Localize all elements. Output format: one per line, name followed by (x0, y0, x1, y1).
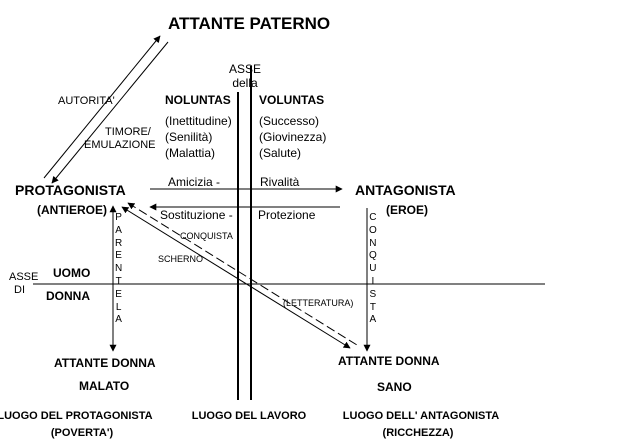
conquista-letter: U (369, 263, 377, 275)
scherno-label: SCHERNO (158, 254, 204, 264)
parentela-letter: L (115, 301, 122, 313)
asse-della-line1: ASSE (228, 62, 262, 76)
arrow-conquista-dashed (127, 202, 358, 346)
parentela-letter: T (115, 275, 122, 287)
amicizia-label: Amicizia - (168, 175, 221, 189)
timore-label-line2: EMULAZIONE (84, 139, 156, 151)
parentela-letter: E (115, 288, 122, 300)
asse-di-line1: ASSE (9, 271, 39, 283)
voluntas-item: (Giovinezza) (259, 130, 327, 144)
attante-donna-right-sub: SANO (377, 380, 412, 394)
parentela-letter: P (115, 212, 122, 223)
parentela-letter: E (115, 250, 122, 262)
arrow-autorita (43, 35, 161, 179)
luogo-protagonista-line2: (POVERTA') (50, 427, 114, 439)
parentela-letter: A (115, 224, 122, 236)
protagonista-sub: (ANTIEROE) (37, 203, 107, 217)
attante-donna-left-sub: MALATO (79, 379, 130, 393)
antagonista-name: ANTAGONISTA (355, 182, 456, 198)
parentela-letter: R (115, 237, 123, 249)
parentela-letter: A (115, 314, 122, 326)
timore-label-line1: TIMORE/ (105, 126, 151, 138)
conquista-letter: A (369, 314, 377, 326)
noluntas-item: (Malattia) (165, 146, 216, 160)
arrow-scherno (121, 206, 351, 349)
conquista-label: CONQUISTA (180, 231, 233, 241)
antagonista-sub: (EROE) (386, 203, 428, 217)
luogo-lavoro: LUOGO DEL LAVORO (191, 410, 307, 422)
uomo-label: UOMO (53, 266, 91, 280)
parentela-vertical: P A R E N T E L A (115, 212, 122, 327)
conquista-letter: C (369, 212, 377, 223)
autorita-label: AUTORITA' (58, 95, 115, 107)
rivalita-label: Rivalità (260, 175, 300, 189)
arrow-timore (51, 41, 169, 184)
conquista-vertical: C O N Q U I S T A (369, 212, 377, 327)
luogo-antagonista-line2: (RICCHEZZA) (382, 427, 454, 439)
parentela-letter: N (115, 263, 123, 275)
protagonista-name: PROTAGONISTA (15, 182, 126, 198)
donna-label: DONNA (46, 289, 90, 303)
attante-donna-left-name: ATTANTE DONNA (54, 356, 156, 370)
sostituzione-label: Sostituzione - (160, 208, 233, 222)
conquista-letter: S (369, 288, 377, 300)
attante-donna-right-name: ATTANTE DONNA (338, 354, 440, 368)
conquista-letter: T (369, 301, 376, 313)
noluntas-title: NOLUNTAS (165, 93, 231, 107)
protezione-label: Protezione (258, 208, 316, 222)
noluntas-item: (Inettitudine) (165, 114, 232, 128)
luogo-antagonista-line1: LUOGO DELL' ANTAGONISTA (342, 410, 500, 422)
voluntas-title: VOLUNTAS (259, 93, 325, 107)
voluntas-item: (Salute) (259, 146, 302, 160)
conquista-letter: Q (369, 250, 377, 262)
conquista-letter: I (371, 275, 375, 287)
asse-della-line2: della (232, 76, 258, 90)
luogo-protagonista-line1: LUOGO DEL PROTAGONISTA (0, 410, 153, 422)
conquista-letter: O (369, 224, 377, 236)
noluntas-item: (Senilità) (165, 130, 213, 144)
letteratura-label: (LETTERATURA) (283, 298, 354, 308)
attante-paterno: ATTANTE PATERNO (168, 14, 331, 33)
voluntas-item: (Successo) (259, 114, 320, 128)
conquista-letter: N (369, 237, 377, 249)
asse-di-line2: DI (14, 284, 25, 296)
